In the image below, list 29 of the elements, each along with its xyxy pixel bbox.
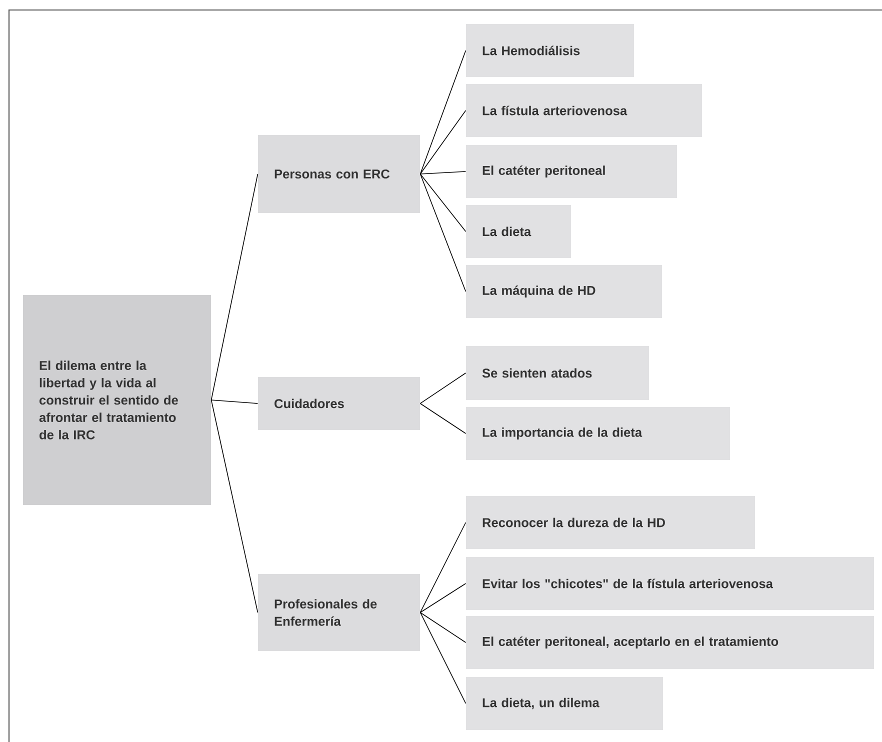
item-box: Se sienten atados bbox=[466, 346, 649, 400]
connector-line bbox=[210, 400, 258, 613]
item-box: La Hemodiálisis bbox=[466, 24, 634, 77]
connector-line bbox=[210, 174, 258, 400]
connector-line bbox=[420, 372, 466, 404]
connector-line bbox=[210, 400, 258, 404]
item-box: La dieta bbox=[466, 204, 571, 258]
item-box: El catéter peritoneal, aceptarlo en el tratamiento bbox=[466, 616, 874, 669]
item-box: El catéter peritoneal bbox=[466, 144, 677, 198]
category-box: Profesionales de Enfermería bbox=[258, 574, 420, 651]
item-box: Evitar los "chicotes" de la fístula arteriovenosa bbox=[466, 556, 874, 610]
item-box: La fístula arteriovenosa bbox=[466, 84, 702, 137]
connector-line bbox=[420, 110, 466, 174]
topic-box: El dilema entre la libertad y la vida al construir el sentido de afrontar el tratamiento de la IRC bbox=[23, 294, 211, 505]
connector-line bbox=[420, 612, 466, 643]
connector-line bbox=[420, 583, 466, 613]
category-box: Cuidadores bbox=[258, 376, 420, 430]
category-box: Personas con ERC bbox=[258, 134, 420, 213]
connector-line bbox=[420, 612, 466, 704]
item-box: Reconocer la dureza de la HD bbox=[466, 496, 755, 549]
connector-line bbox=[420, 174, 466, 232]
connector-line bbox=[420, 403, 466, 434]
connector-line bbox=[420, 171, 466, 174]
connector-line bbox=[420, 50, 466, 174]
connector-line bbox=[420, 174, 466, 292]
connector-line bbox=[420, 522, 466, 613]
item-box: La importancia de la dieta bbox=[466, 406, 730, 460]
item-box: La máquina de HD bbox=[466, 264, 662, 318]
item-box: La dieta, un dilema bbox=[466, 676, 663, 730]
